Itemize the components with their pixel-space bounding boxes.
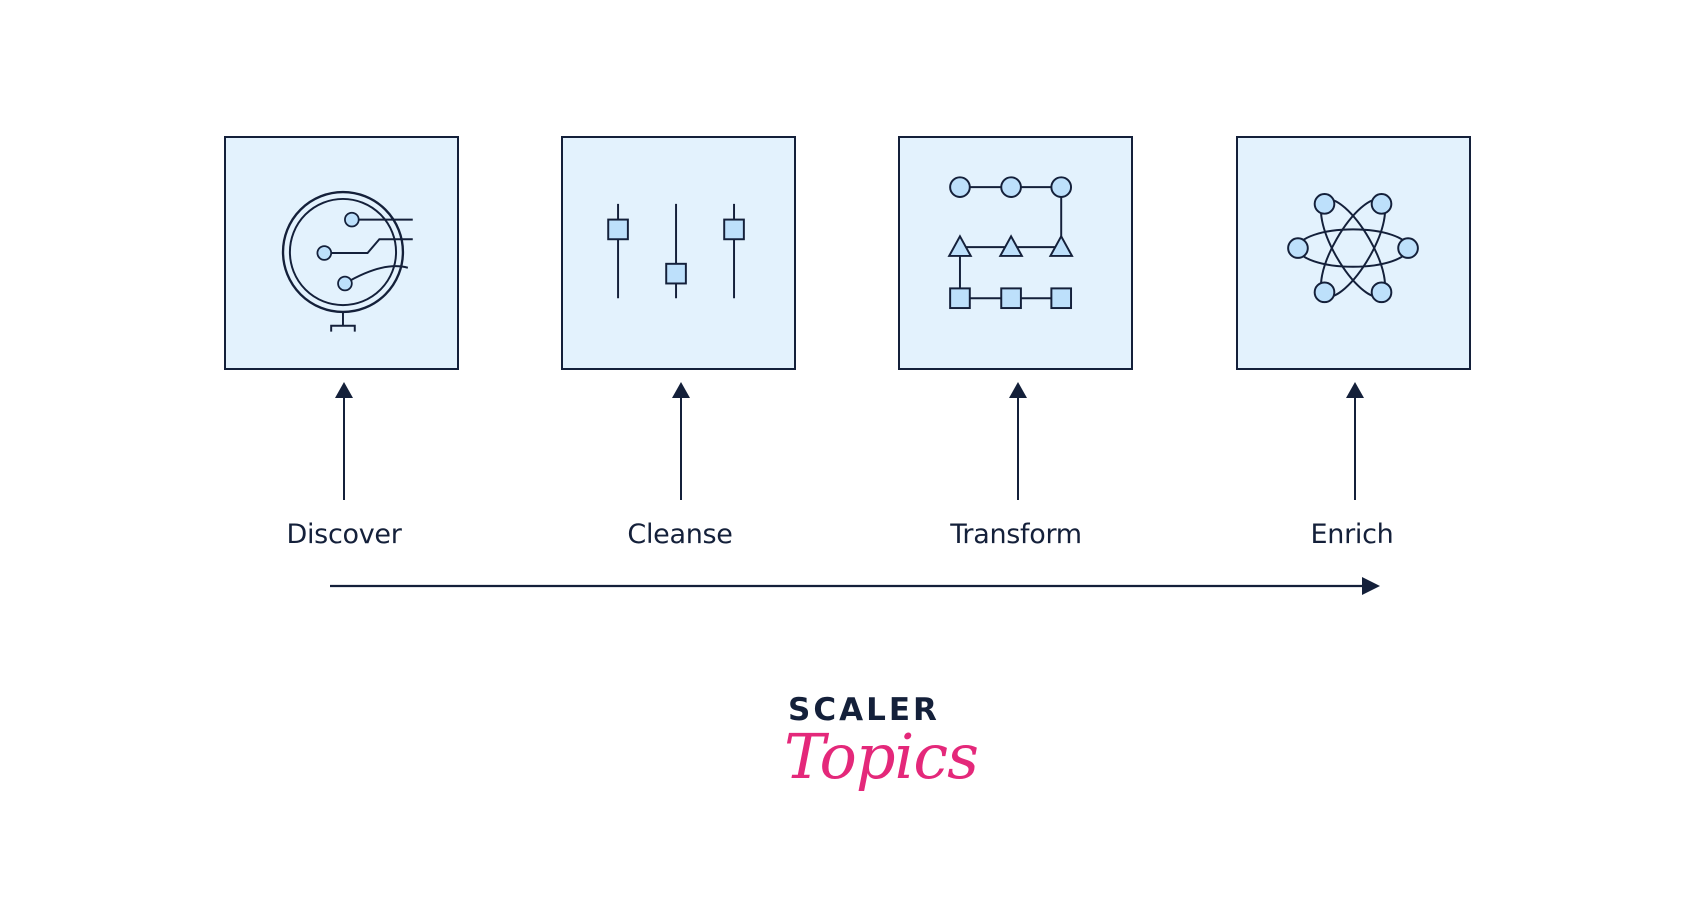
atom-icon	[1287, 193, 1419, 304]
up-arrow-enrich	[1346, 382, 1364, 500]
shape-network-icon	[947, 176, 1074, 310]
stage-box-transform	[898, 136, 1133, 370]
stage-box-enrich	[1236, 136, 1471, 370]
flow-arrow	[330, 577, 1380, 595]
logo-scaler-text: SCALER	[788, 692, 940, 728]
scaler-topics-logo: SCALER Topics	[770, 692, 979, 832]
up-arrow-discover	[335, 382, 353, 500]
logo-topics-text: Topics	[784, 720, 979, 793]
stage-box-discover	[224, 136, 459, 370]
sliders-icon	[607, 203, 745, 299]
stage-label-discover: Discover	[286, 519, 402, 550]
up-arrow-cleanse	[672, 382, 690, 500]
stage-label-transform: Transform	[950, 519, 1082, 550]
stage-label-enrich: Enrich	[1310, 519, 1394, 550]
stage-box-cleanse	[561, 136, 796, 370]
stage-label-cleanse: Cleanse	[627, 519, 733, 550]
up-arrow-transform	[1009, 382, 1027, 500]
magnifier-circuit-icon	[281, 190, 413, 332]
